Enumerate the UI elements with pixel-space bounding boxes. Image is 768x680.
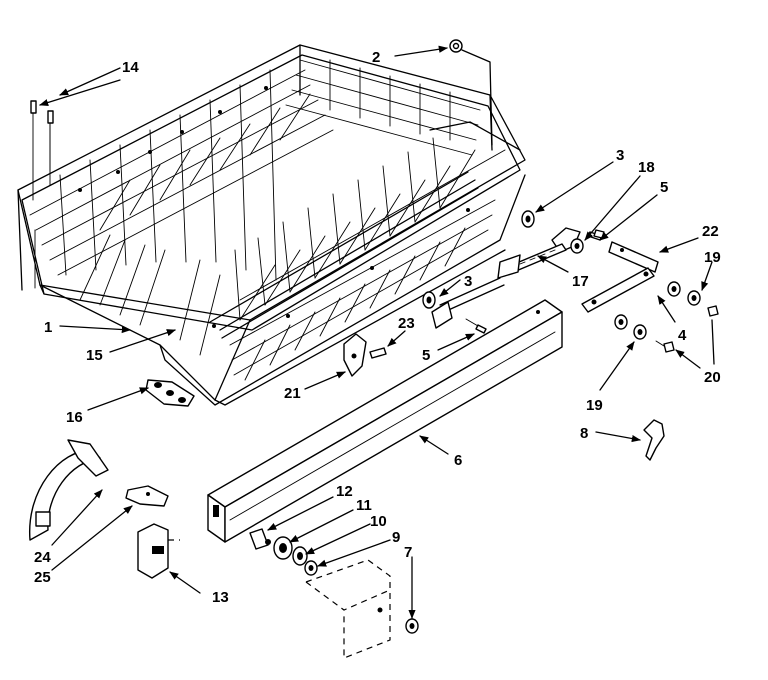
cam-part-21 [343,333,387,377]
dashed-mount [305,559,419,659]
label-part-20: 20 [704,369,721,386]
bracket-assembly [422,210,719,353]
clip-part-8 [643,419,665,461]
label-part-19-upper: 19 [704,249,721,266]
label-part-4: 4 [678,327,687,344]
label-part-19-lower: 19 [586,397,603,414]
label-part-25: 25 [34,569,51,586]
label-part-16: 16 [66,409,83,426]
label-part-6: 6 [454,452,462,469]
dish-rack [17,44,526,406]
label-part-22: 22 [702,223,719,240]
label-part-17: 17 [572,273,589,290]
label-part-12: 12 [336,483,353,500]
label-part-11: 11 [356,497,372,514]
label-part-3-lower: 3 [464,273,472,290]
label-part-5-upper: 5 [660,179,668,196]
label-part-10: 10 [370,513,387,530]
label-part-1: 1 [44,319,52,336]
label-part-7: 7 [404,544,412,561]
label-part-3-upper: 3 [616,147,624,164]
arc-part-24 [29,439,109,541]
rail-part-6 [207,299,563,543]
label-part-23: 23 [398,315,415,332]
wheel-stack [249,528,318,576]
clip-part-16 [145,379,195,407]
label-part-5-lower: 5 [422,347,430,364]
label-part-13: 13 [212,589,229,606]
label-part-8: 8 [580,425,588,442]
end-cap-part-13 [137,523,180,579]
label-part-2: 2 [372,49,380,66]
callout-labels: 1 2 3 3 4 5 5 6 7 8 9 10 11 12 13 14 15 … [34,49,721,606]
bracket-part-25 [125,485,169,507]
leader-lines [39,45,715,619]
label-part-18: 18 [638,159,655,176]
label-part-9: 9 [392,529,400,546]
label-part-24: 24 [34,549,51,566]
nut-part-2 [449,39,463,53]
label-part-21: 21 [284,385,301,402]
pin-parts [30,100,54,201]
label-part-14: 14 [122,59,139,76]
label-part-15: 15 [86,347,103,364]
